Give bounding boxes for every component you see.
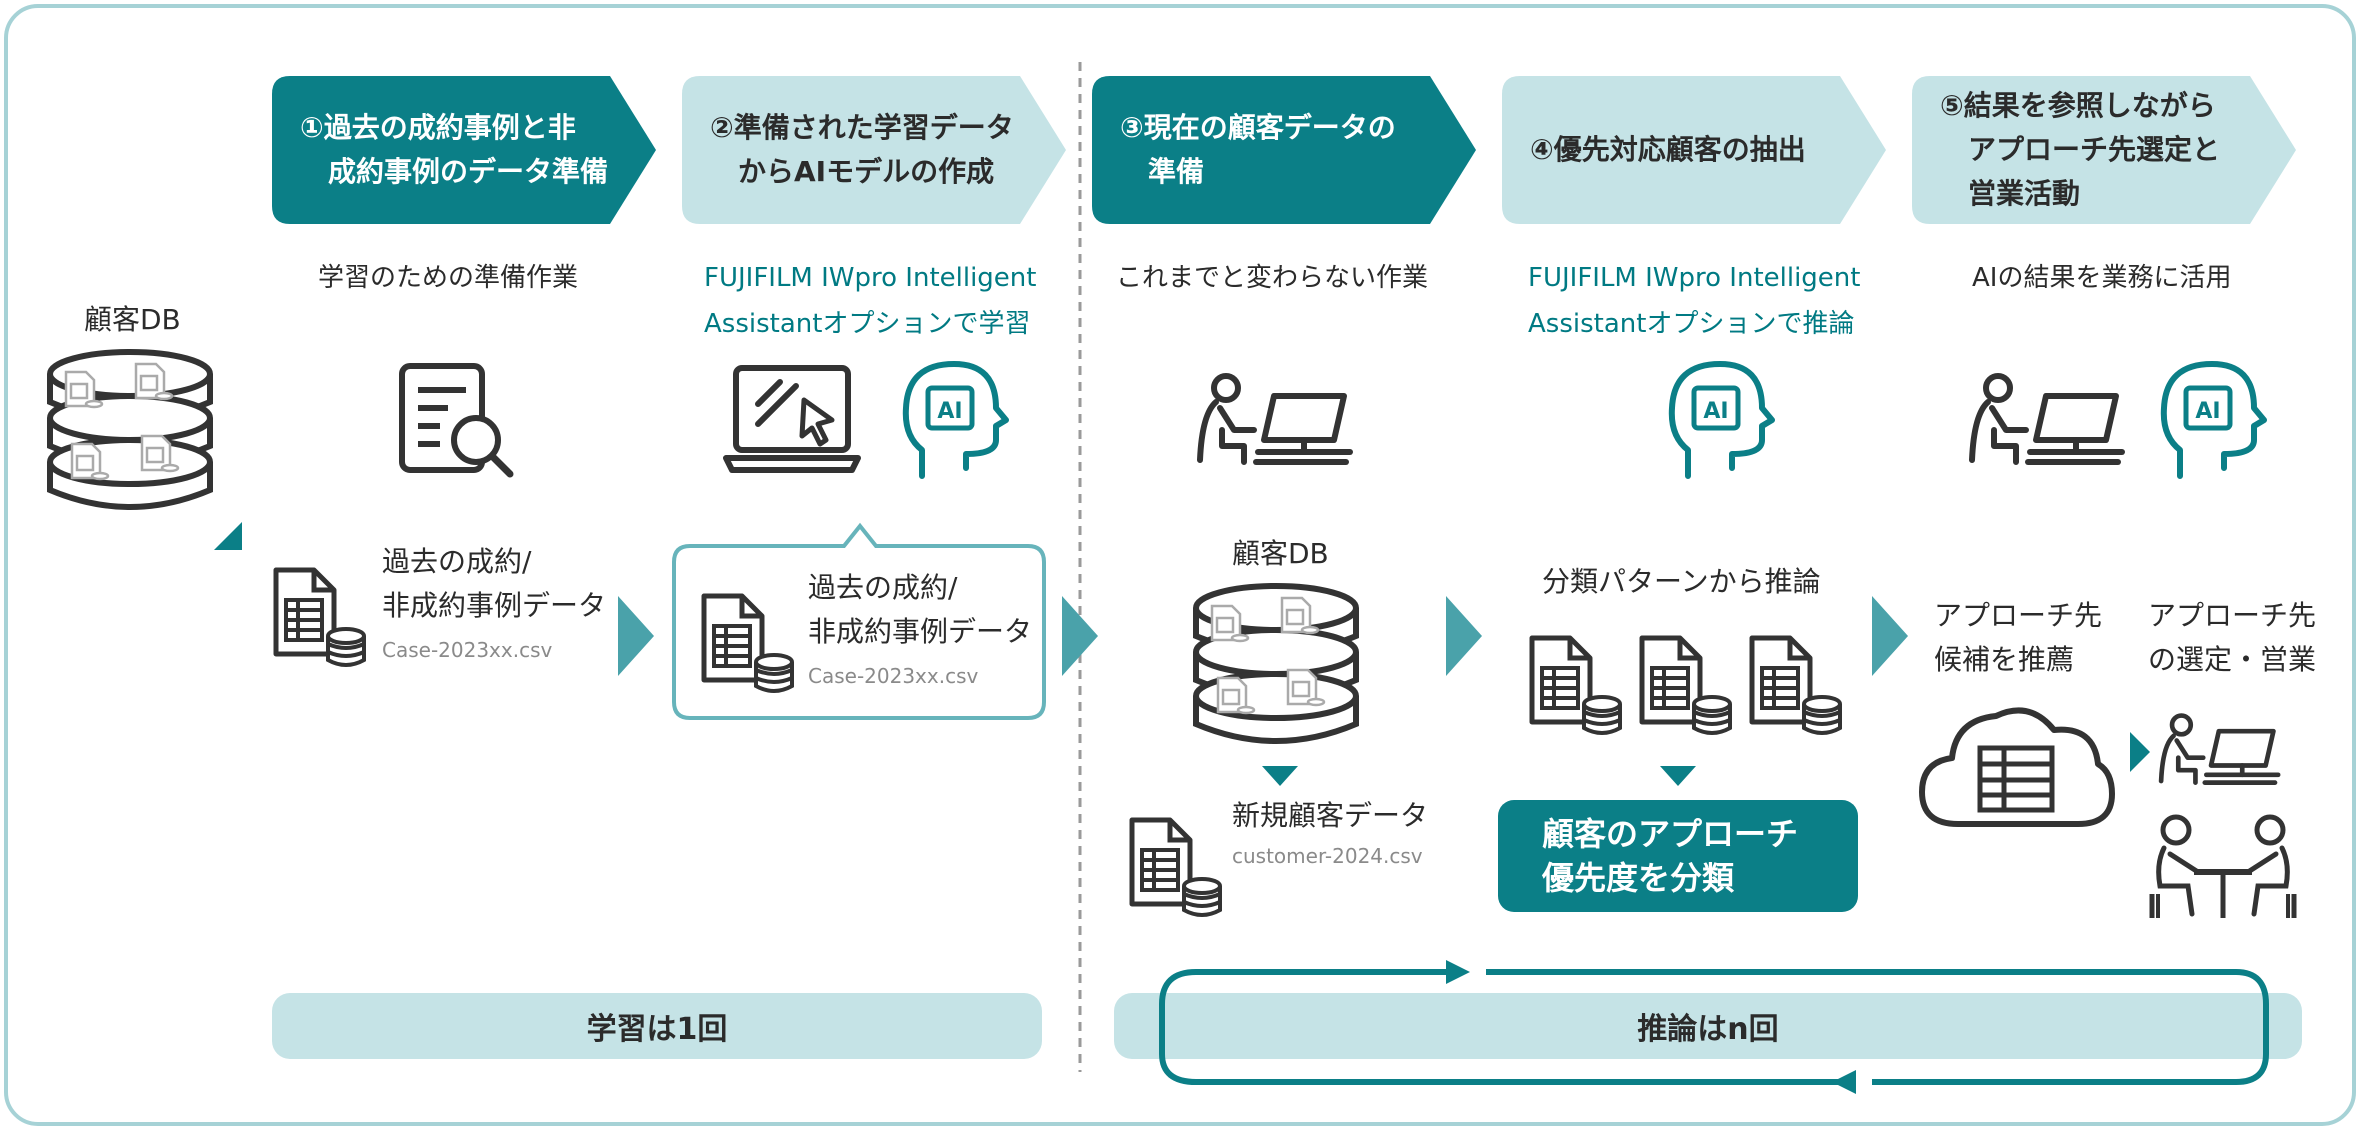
document-search-icon: [399, 363, 514, 478]
step-header-2: ②準備された学習データ からAIモデルの作成: [682, 76, 1068, 224]
flow-arrow-icon: [2130, 732, 2150, 772]
laptop-cursor-icon: [723, 365, 861, 473]
step-header-label: ④優先対応顧客の抽出: [1530, 133, 1806, 166]
step2-description: FUJIFILM IWpro Intelligent Assistantオプショ…: [704, 263, 1037, 339]
ai-head-icon: AI: [902, 361, 1009, 479]
down-arrow-icon: [1262, 766, 1298, 786]
ai-badge-text: AI: [2195, 399, 2220, 424]
step1-description: 学習のための準備作業: [318, 263, 579, 293]
step-header-label: ①過去の成約事例と非 成約事例のデータ準備: [300, 111, 609, 188]
step-header-1: ①過去の成約事例と非 成約事例のデータ準備: [272, 76, 658, 224]
phase-divider: [1078, 62, 1082, 1072]
person-computer-icon: [1969, 373, 2125, 465]
person-computer-icon: [1197, 373, 1353, 465]
spreadsheet-file-icon: [701, 593, 794, 693]
new-customer-filename: customer-2024.csv: [1232, 844, 1423, 868]
spreadsheet-file-icon: [1529, 635, 1622, 735]
step-header-4: ④優先対応顧客の抽出: [1502, 76, 1888, 224]
flow-arrow-icon: [1872, 596, 1908, 676]
database-icon: [1193, 583, 1359, 744]
ai-head-icon: AI: [1668, 361, 1775, 479]
flow-arrow-icon: [618, 596, 654, 676]
spreadsheet-file-icon: [1129, 817, 1222, 917]
flow-arrow-icon: [1446, 596, 1482, 676]
step-header-label: ⑤結果を参照しながら アプローチ先選定と 営業活動: [1940, 89, 2221, 210]
customer-db-label-center: 顧客DB: [1232, 537, 1329, 570]
ai-badge-text: AI: [1703, 399, 1728, 424]
step-header-label: ②準備された学習データ からAIモデルの作成: [710, 111, 1014, 188]
approach-selection-label: アプローチ先 の選定・営業: [2148, 599, 2317, 676]
person-computer-icon: [2158, 713, 2281, 785]
priority-result-box: 顧客のアプローチ 優先度を分類: [1498, 800, 1858, 912]
cloud-table-icon: [1919, 707, 2115, 827]
past-data-filename: Case-2023xx.csv: [382, 638, 553, 662]
inference-loop-icon: [1159, 960, 2269, 1094]
inference-n-times-pill: 推論はn回: [1114, 993, 2302, 1059]
past-data-label: 過去の成約/ 非成約事例データ: [382, 545, 607, 622]
meeting-icon: [2149, 814, 2297, 918]
database-icon: [47, 349, 213, 510]
bubble-data-filename: Case-2023xx.csv: [808, 664, 979, 688]
classify-label: 分類パターンから推論: [1542, 565, 1821, 598]
step4-description: FUJIFILM IWpro Intelligent Assistantオプショ…: [1528, 263, 1861, 339]
learning-once-pill: 学習は1回: [272, 993, 1042, 1059]
ai-head-icon: AI: [2160, 361, 2267, 479]
new-customer-label: 新規顧客データ: [1232, 799, 1429, 832]
flow-arrow-icon: [1062, 596, 1098, 676]
spreadsheet-file-icon: [1749, 635, 1842, 735]
step-header-5: ⑤結果を参照しながら アプローチ先選定と 営業活動: [1912, 76, 2298, 224]
outer-frame: [4, 4, 2356, 1126]
step-header-3: ③現在の顧客データの 準備: [1092, 76, 1478, 224]
approach-candidates-label: アプローチ先 候補を推薦: [1934, 599, 2103, 676]
down-arrow-icon: [1660, 766, 1696, 786]
spreadsheet-file-icon: [1639, 635, 1732, 735]
corner-marker-icon: [214, 522, 242, 550]
bubble-data-label: 過去の成約/ 非成約事例データ: [808, 571, 1033, 648]
customer-db-label-left: 顧客DB: [84, 303, 181, 336]
step-header-label: ③現在の顧客データの 準備: [1120, 111, 1396, 188]
spreadsheet-file-icon: [273, 567, 366, 667]
ai-badge-text: AI: [937, 399, 962, 424]
step3-description: これまでと変わらない作業: [1116, 263, 1429, 293]
step5-description: AIの結果を業務に活用: [1972, 263, 2232, 293]
